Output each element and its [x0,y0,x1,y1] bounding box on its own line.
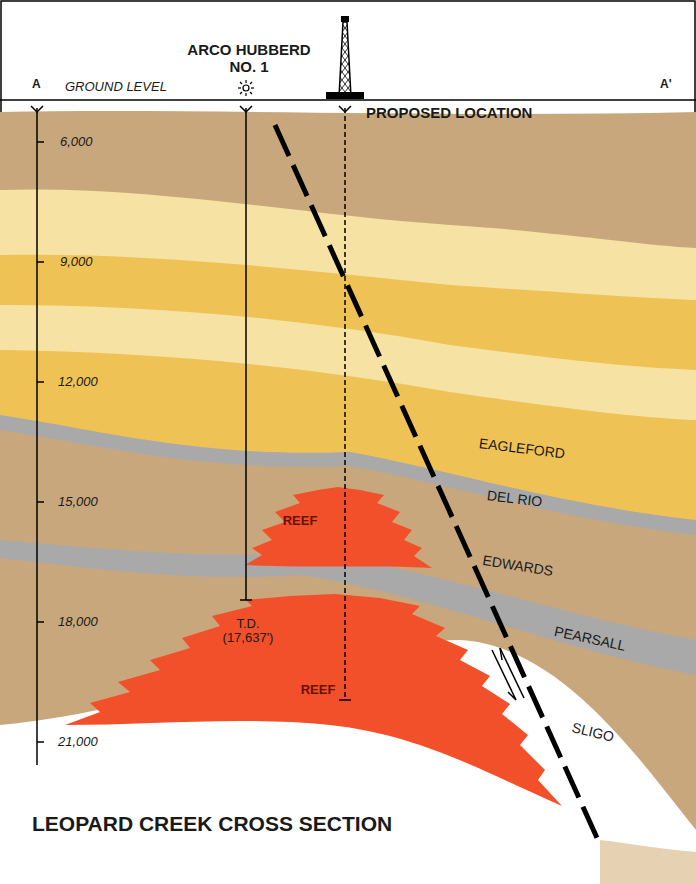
depth-number: 9,000 [60,255,93,269]
reef-body: REEF [279,510,322,531]
location-label: PROPOSED LOCATION [366,105,532,122]
depth-number: 15,000 [58,495,98,509]
total-depth-label: T.D. (17,637') [218,617,278,646]
ground-level-label: GROUND LEVEL [65,80,167,94]
depth-number: 6,000 [60,135,93,149]
section-end-label: A' [660,78,672,91]
reef-body: REEF [297,679,340,700]
reef-label: REEF [301,682,336,697]
well-name: ARCO HUBBERD NO. 1 [186,42,312,75]
depth-number: 21,000 [58,735,98,749]
depth-number: 18,000 [58,615,98,629]
depth-number: 12,000 [58,375,98,389]
diagram-title: LEOPARD CREEK CROSS SECTION [32,812,392,835]
section-end-label: A [32,78,41,91]
reef-label: REEF [283,513,318,528]
